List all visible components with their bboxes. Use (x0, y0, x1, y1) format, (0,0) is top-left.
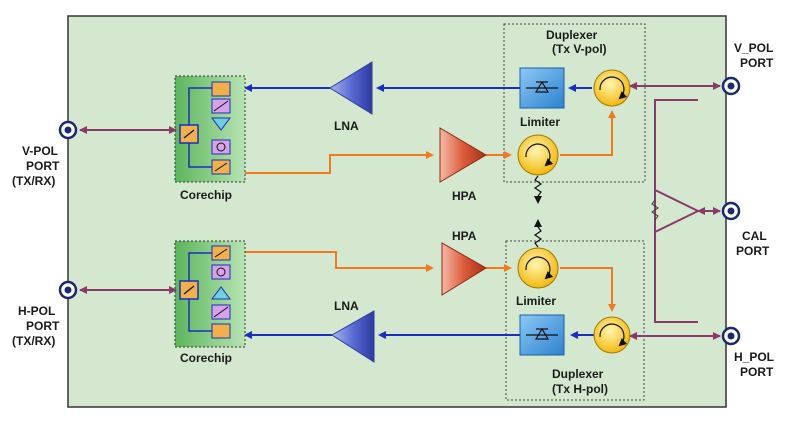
duplexer-top-subtitle: (Tx V-pol) (552, 42, 607, 56)
limiter-bottom-label: Limiter (516, 294, 556, 308)
lna-top-label: LNA (334, 119, 359, 133)
hpa-top-label: HPA (452, 189, 477, 203)
right-vpol-label-2: PORT (740, 56, 774, 70)
isolator-top-circulator (517, 134, 559, 176)
duplexer-bottom-box (505, 240, 645, 401)
limiter-top-label: Limiter (520, 115, 560, 129)
left-hpol-label-2: PORT (26, 319, 60, 333)
duplexer-top-title: Duplexer (546, 28, 598, 42)
limiter-bottom (519, 314, 565, 356)
cal-port-connector (721, 201, 741, 221)
duplexer-bottom-title: Duplexer (552, 367, 604, 381)
hpa-top-amplifier (439, 127, 487, 183)
cal-port-label-1: CAL (742, 229, 767, 243)
module-board (67, 15, 727, 408)
left-hpol-port-connector (58, 280, 78, 300)
left-vpol-label-1: V-POL (22, 144, 58, 158)
lna-bottom-label: LNA (334, 299, 359, 313)
limiter-top (519, 67, 565, 109)
duplexer-bottom-subtitle: (Tx H-pol) (552, 382, 608, 396)
right-vpol-label-1: V_POL (734, 41, 773, 55)
termination-bottom (533, 219, 543, 248)
isolator-bottom-circulator (517, 247, 559, 289)
hpa-bottom-label: HPA (452, 229, 477, 243)
corechip-bottom-label: Corechip (180, 351, 232, 365)
left-vpol-port-connector (58, 120, 78, 140)
lna-bottom-amplifier (331, 310, 375, 363)
right-hpol-label-2: PORT (740, 365, 774, 379)
cal-coupler (651, 99, 701, 323)
right-hpol-port-connector (721, 326, 741, 346)
termination-top (533, 175, 543, 204)
right-vpol-port-connector (721, 76, 741, 96)
right-hpol-label-1: H_POL (734, 350, 774, 364)
cal-port-label-2: PORT (736, 244, 770, 258)
corechip-top-label: Corechip (180, 188, 232, 202)
left-hpol-label-3: (TX/RX) (12, 334, 55, 348)
corechip-top (174, 75, 246, 183)
lna-top-amplifier (329, 61, 373, 115)
duplexer-bottom-circulator (593, 316, 631, 354)
left-hpol-label-1: H-POL (18, 304, 55, 318)
left-vpol-label-2: PORT (26, 159, 60, 173)
corechip-bottom (174, 240, 246, 348)
duplexer-top-box (503, 23, 646, 183)
hpa-bottom-amplifier (441, 242, 487, 296)
left-vpol-label-3: (TX/RX) (12, 174, 55, 188)
duplexer-top-circulator (593, 69, 631, 107)
